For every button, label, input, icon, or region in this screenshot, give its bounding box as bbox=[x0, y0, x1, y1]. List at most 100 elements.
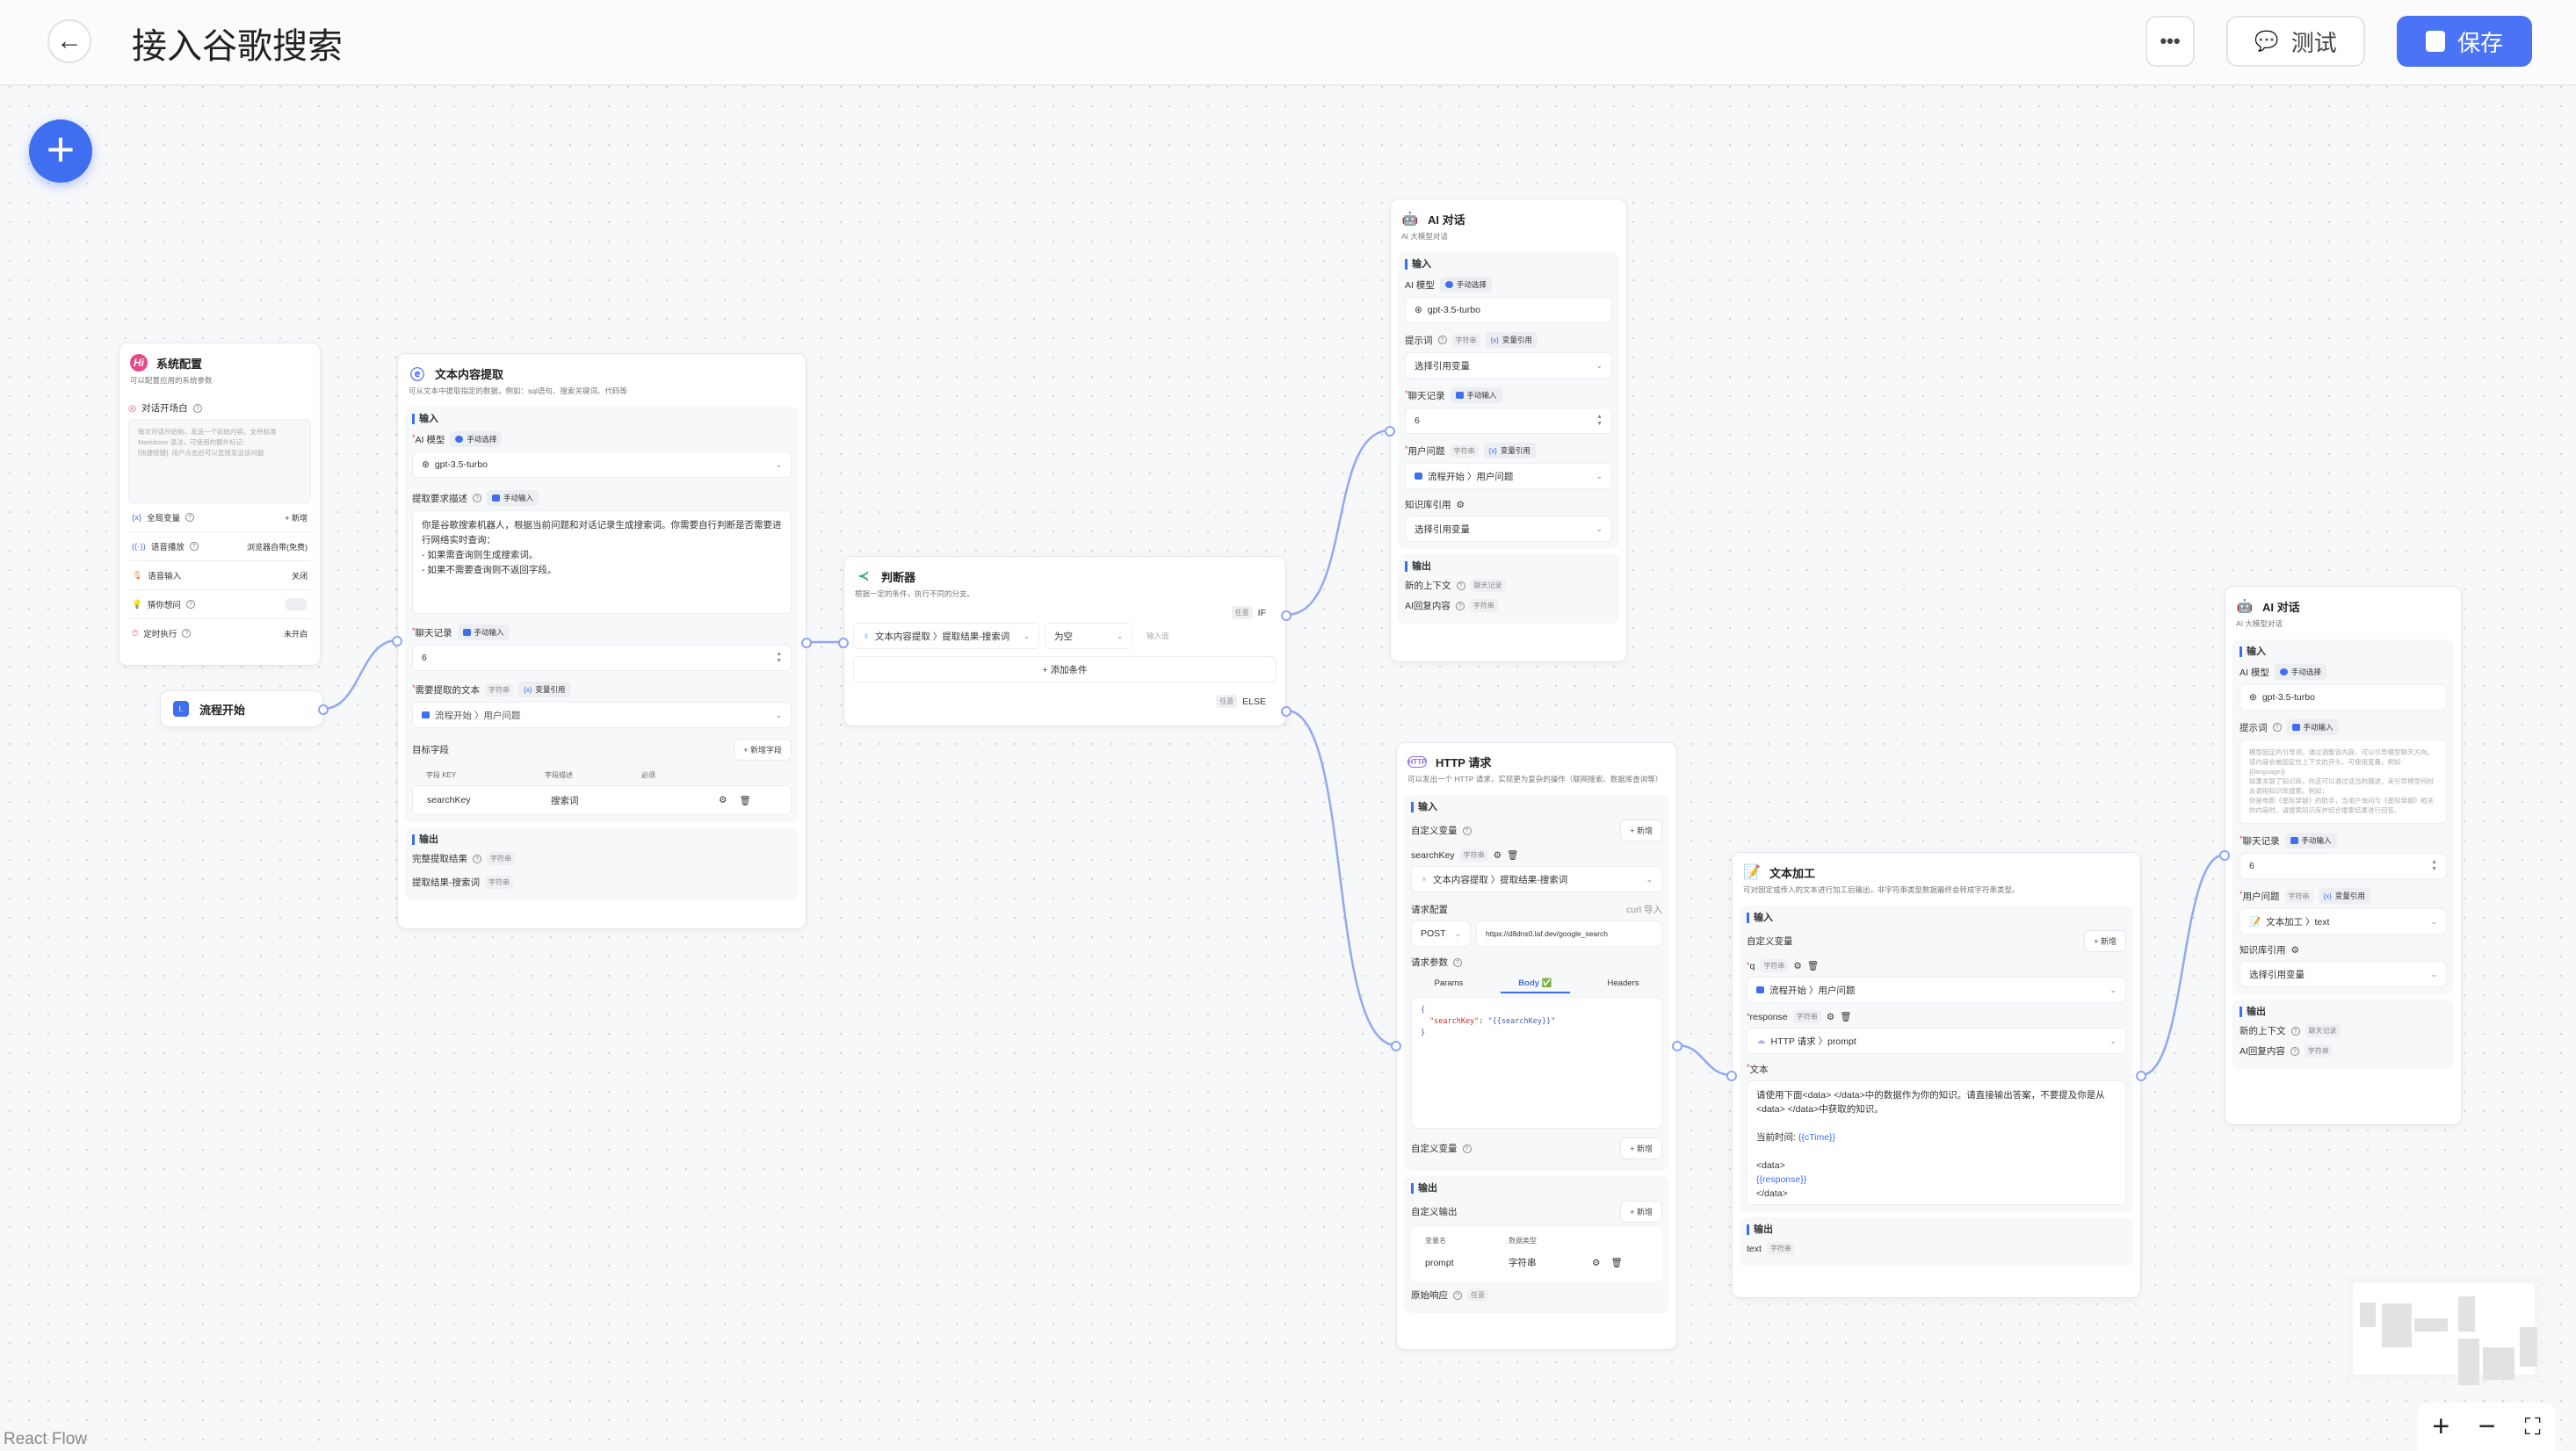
text-ref-select[interactable]: 流程开始 〉用户问题⌄ bbox=[412, 702, 792, 728]
timer-select[interactable]: 未开启 bbox=[283, 629, 308, 639]
save-button[interactable]: 保存 bbox=[2397, 16, 2532, 67]
floppy-disk-icon bbox=[2425, 31, 2445, 52]
node-flow-start[interactable]: I. 流程开始 bbox=[160, 690, 329, 727]
tts-select[interactable]: 浏览器自带(免费) bbox=[247, 542, 308, 552]
input-handle[interactable] bbox=[2219, 850, 2230, 861]
back-button[interactable]: ← bbox=[47, 19, 91, 63]
tab-headers[interactable]: Headers bbox=[1607, 978, 1639, 988]
curl-import-link[interactable]: curl 导入 bbox=[1626, 905, 1662, 915]
react-flow-attribution[interactable]: React Flow bbox=[4, 1430, 88, 1448]
robot-icon bbox=[455, 436, 464, 443]
trash-icon[interactable]: 🗑 bbox=[1507, 850, 1519, 861]
text-input-icon bbox=[2291, 724, 2300, 731]
add-variable-button[interactable]: + 新增 bbox=[1620, 819, 1662, 841]
model-select[interactable]: ⊛gpt-3.5-turbo bbox=[2240, 684, 2447, 711]
robot-icon: 🤖 bbox=[1401, 212, 1419, 227]
trash-icon[interactable]: 🗑 bbox=[1806, 961, 1820, 971]
output-handle[interactable] bbox=[801, 638, 812, 648]
input-handle[interactable] bbox=[838, 638, 849, 648]
zoom-out-icon[interactable]: − bbox=[2478, 1410, 2496, 1443]
if-handle[interactable] bbox=[1281, 610, 1292, 621]
add-variable-button[interactable]: + 新增 bbox=[1620, 1137, 1662, 1159]
extract-prompt-textarea[interactable]: 你是谷歌搜索机器人，根据当前问题和对话记录生成搜索词。你需要自行判断是否需要进行… bbox=[412, 510, 792, 614]
url-input[interactable]: https://d8dns0.laf.dev/google_search bbox=[1476, 920, 1662, 947]
flow-start-icon bbox=[1756, 986, 1764, 993]
guess-toggle[interactable] bbox=[285, 598, 308, 610]
voice-input-select[interactable]: 关闭 bbox=[291, 571, 308, 581]
opener-textarea[interactable]: 每次对话开始前，发送一个初始内容。支持标准 Markdown 语法，可使用的额外… bbox=[128, 419, 311, 503]
node-text-process[interactable]: 📝文本加工 可对固定或传入的文本进行加工后输出，非字符串类型数据最终会转成字符串… bbox=[1726, 852, 2146, 1298]
question-select[interactable]: 流程开始 〉用户问题⌄ bbox=[1405, 463, 1612, 489]
gear-icon[interactable]: ⚙ bbox=[2290, 944, 2299, 956]
gear-icon[interactable]: ⚙ bbox=[1493, 849, 1502, 861]
prompt-select[interactable]: 选择引用变量⌄ bbox=[1405, 352, 1612, 379]
add-field-button[interactable]: + 新增字段 bbox=[734, 739, 792, 761]
node-ai-chat-2[interactable]: 🤖AI 对话 AI 大模型对话 输入 AI 模型手动选择 ⊛gpt-3.5-tu… bbox=[2219, 586, 2462, 1125]
input-handle[interactable] bbox=[392, 636, 402, 646]
add-node-button[interactable]: + bbox=[29, 119, 92, 183]
hi-logo-icon: Hi bbox=[130, 354, 148, 372]
gear-icon[interactable]: ⚙ bbox=[1456, 499, 1465, 510]
flow-start-icon bbox=[1415, 473, 1422, 480]
zoom-in-icon[interactable]: + bbox=[2432, 1410, 2450, 1443]
gear-icon[interactable]: ⚙ bbox=[1592, 1257, 1601, 1268]
arrow-left-icon: ← bbox=[56, 26, 83, 55]
trash-icon[interactable]: 🗑 bbox=[1840, 1012, 1852, 1022]
input-handle[interactable] bbox=[1391, 1041, 1401, 1051]
add-output-button[interactable]: + 新增 bbox=[1620, 1201, 1662, 1223]
gear-icon[interactable]: ⚙ bbox=[1826, 1011, 1835, 1022]
question-select[interactable]: 📝文本加工 〉text⌄ bbox=[2240, 908, 2447, 935]
robot-icon bbox=[2279, 668, 2288, 675]
add-condition-button[interactable]: + 添加条件 bbox=[853, 656, 1277, 682]
knowledge-select[interactable]: 选择引用变量⌄ bbox=[1405, 516, 1612, 542]
history-number-input[interactable]: 6▲▼ bbox=[2240, 853, 2447, 879]
trash-icon[interactable]: 🗑 bbox=[739, 795, 751, 806]
model-select[interactable]: ⊛gpt-3.5-turbo bbox=[1405, 297, 1612, 323]
variable-icon: {x} bbox=[132, 512, 142, 523]
trash-icon[interactable]: 🗑 bbox=[1610, 1258, 1623, 1268]
minimap[interactable] bbox=[2346, 1276, 2542, 1385]
add-global-var-button[interactable]: + 新增 bbox=[285, 513, 308, 523]
tab-params[interactable]: Params bbox=[1434, 978, 1464, 988]
model-mode-tag[interactable]: 手动选择 bbox=[450, 431, 503, 447]
body-editor[interactable]: {"searchKey": "{{searchKey}}"} bbox=[1411, 997, 1662, 1129]
top-bar: ← 接入谷歌搜索 ••• 💬测试 保存 bbox=[0, 0, 2576, 86]
chat-opener-icon: ◎ bbox=[128, 402, 137, 414]
edit-note-icon: 📝 bbox=[1743, 865, 1761, 880]
output-handle[interactable] bbox=[318, 704, 329, 715]
output-handle[interactable] bbox=[2136, 1071, 2146, 1081]
more-button[interactable]: ••• bbox=[2145, 16, 2195, 67]
input-handle[interactable] bbox=[1726, 1071, 1737, 1081]
fit-view-icon[interactable]: ⛶ bbox=[2524, 1412, 2541, 1440]
condition-variable-select[interactable]: ♁文本内容提取 〉提取结果-搜索词⌄ bbox=[853, 623, 1039, 649]
text-template-editor[interactable]: 请使用下面<data> </data>中的数据作为你的知识。请直接输出答案，不要… bbox=[1747, 1080, 2126, 1205]
output-handle[interactable] bbox=[1672, 1041, 1682, 1051]
add-variable-button[interactable]: + 新增 bbox=[2084, 930, 2126, 952]
gear-icon[interactable]: ⚙ bbox=[1793, 960, 1802, 971]
model-select[interactable]: ⊛gpt-3.5-turbo⌄ bbox=[412, 451, 792, 478]
response-ref-select[interactable]: ☁HTTP 请求 〉prompt⌄ bbox=[1747, 1028, 2126, 1054]
test-button[interactable]: 💬测试 bbox=[2226, 16, 2365, 67]
openai-icon: ⊛ bbox=[1415, 305, 1422, 315]
condition-operator-select[interactable]: 为空⌄ bbox=[1045, 623, 1132, 649]
edit-note-icon: 📝 bbox=[2249, 916, 2261, 928]
method-select[interactable]: POST⌄ bbox=[1411, 920, 1471, 947]
prompt-textarea[interactable]: 模型固定的引导词，通过调整该内容，可以引导模型聊天方向。该内容会被固定在上下文的… bbox=[2240, 740, 2447, 824]
node-ai-chat-1[interactable]: 🤖AI 对话 AI 大模型对话 输入 AI 模型手动选择 ⊛gpt-3.5-tu… bbox=[1385, 199, 1627, 662]
knowledge-select[interactable]: 选择引用变量⌄ bbox=[2240, 961, 2447, 987]
edge-start-extract bbox=[322, 639, 398, 711]
gear-icon[interactable]: ⚙ bbox=[719, 795, 727, 805]
history-number-input[interactable]: 6▲▼ bbox=[412, 645, 792, 671]
tab-body[interactable]: Body ✅ bbox=[1501, 975, 1570, 993]
variable-ref-select[interactable]: ♁文本内容提取 〉提取结果-搜索词⌄ bbox=[1411, 866, 1662, 892]
history-number-input[interactable]: 6▲▼ bbox=[1405, 408, 1612, 434]
q-ref-select[interactable]: 流程开始 〉用户问题⌄ bbox=[1747, 977, 2126, 1003]
else-handle[interactable] bbox=[1281, 706, 1292, 717]
condition-value-input[interactable]: 输入值 bbox=[1147, 632, 1169, 640]
input-handle[interactable] bbox=[1385, 426, 1395, 437]
